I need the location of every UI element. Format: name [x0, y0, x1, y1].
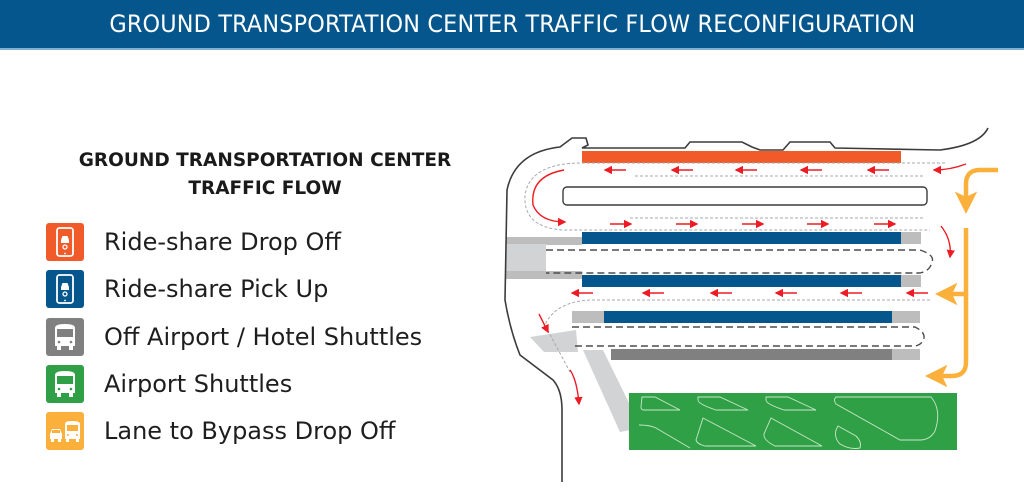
- off-airport-shuttle-curb: [611, 349, 892, 360]
- phone-car-icon: [46, 223, 84, 261]
- legend-label: Off Airport / Hotel Shuttles: [104, 323, 423, 351]
- header-banner: GROUND TRANSPORTATION CENTER TRAFFIC FLO…: [0, 0, 1024, 50]
- legend-title: GROUND TRANSPORTATION CENTER TRAFFIC FLO…: [30, 147, 500, 203]
- legend-label: Ride-share Pick Up: [104, 275, 329, 303]
- rideshare-pickup-curb-2: [582, 275, 901, 287]
- legend-label: Ride-share Drop Off: [104, 228, 341, 256]
- legend-label: Lane to Bypass Drop Off: [104, 417, 396, 445]
- bypass-lane-arrows: [925, 167, 998, 388]
- rideshare-pickup-curb-1: [582, 232, 901, 244]
- traffic-flow-arrows: [532, 163, 967, 406]
- rideshare-pickup-curb-3: [604, 311, 892, 323]
- car-and-bus-icon: [46, 412, 84, 450]
- page-title: GROUND TRANSPORTATION CENTER TRAFFIC FLO…: [108, 10, 916, 38]
- plaza-areas: [506, 237, 630, 432]
- rideshare-dropoff-curb: [582, 151, 901, 163]
- road-boundary: [504, 127, 989, 482]
- legend-label: Airport Shuttles: [104, 370, 293, 398]
- bus-icon: [46, 365, 84, 403]
- legend-item-rideshare-pickup: Ride-share Pick Up: [46, 269, 328, 309]
- legend-item-bypass-lane: Lane to Bypass Drop Off: [46, 411, 395, 451]
- legend-item-rideshare-dropoff: Ride-share Drop Off: [46, 222, 341, 262]
- legend-item-airport-shuttles: Airport Shuttles: [46, 364, 292, 404]
- legend-title-line2: TRAFFIC FLOW: [188, 178, 342, 199]
- median-island: [562, 186, 928, 206]
- phone-car-icon: [46, 270, 84, 308]
- legend-title-line1: GROUND TRANSPORTATION CENTER: [78, 150, 452, 171]
- legend-item-off-airport-shuttles: Off Airport / Hotel Shuttles: [46, 317, 422, 357]
- airport-shuttle-area: [629, 393, 957, 450]
- bus-icon: [46, 318, 84, 356]
